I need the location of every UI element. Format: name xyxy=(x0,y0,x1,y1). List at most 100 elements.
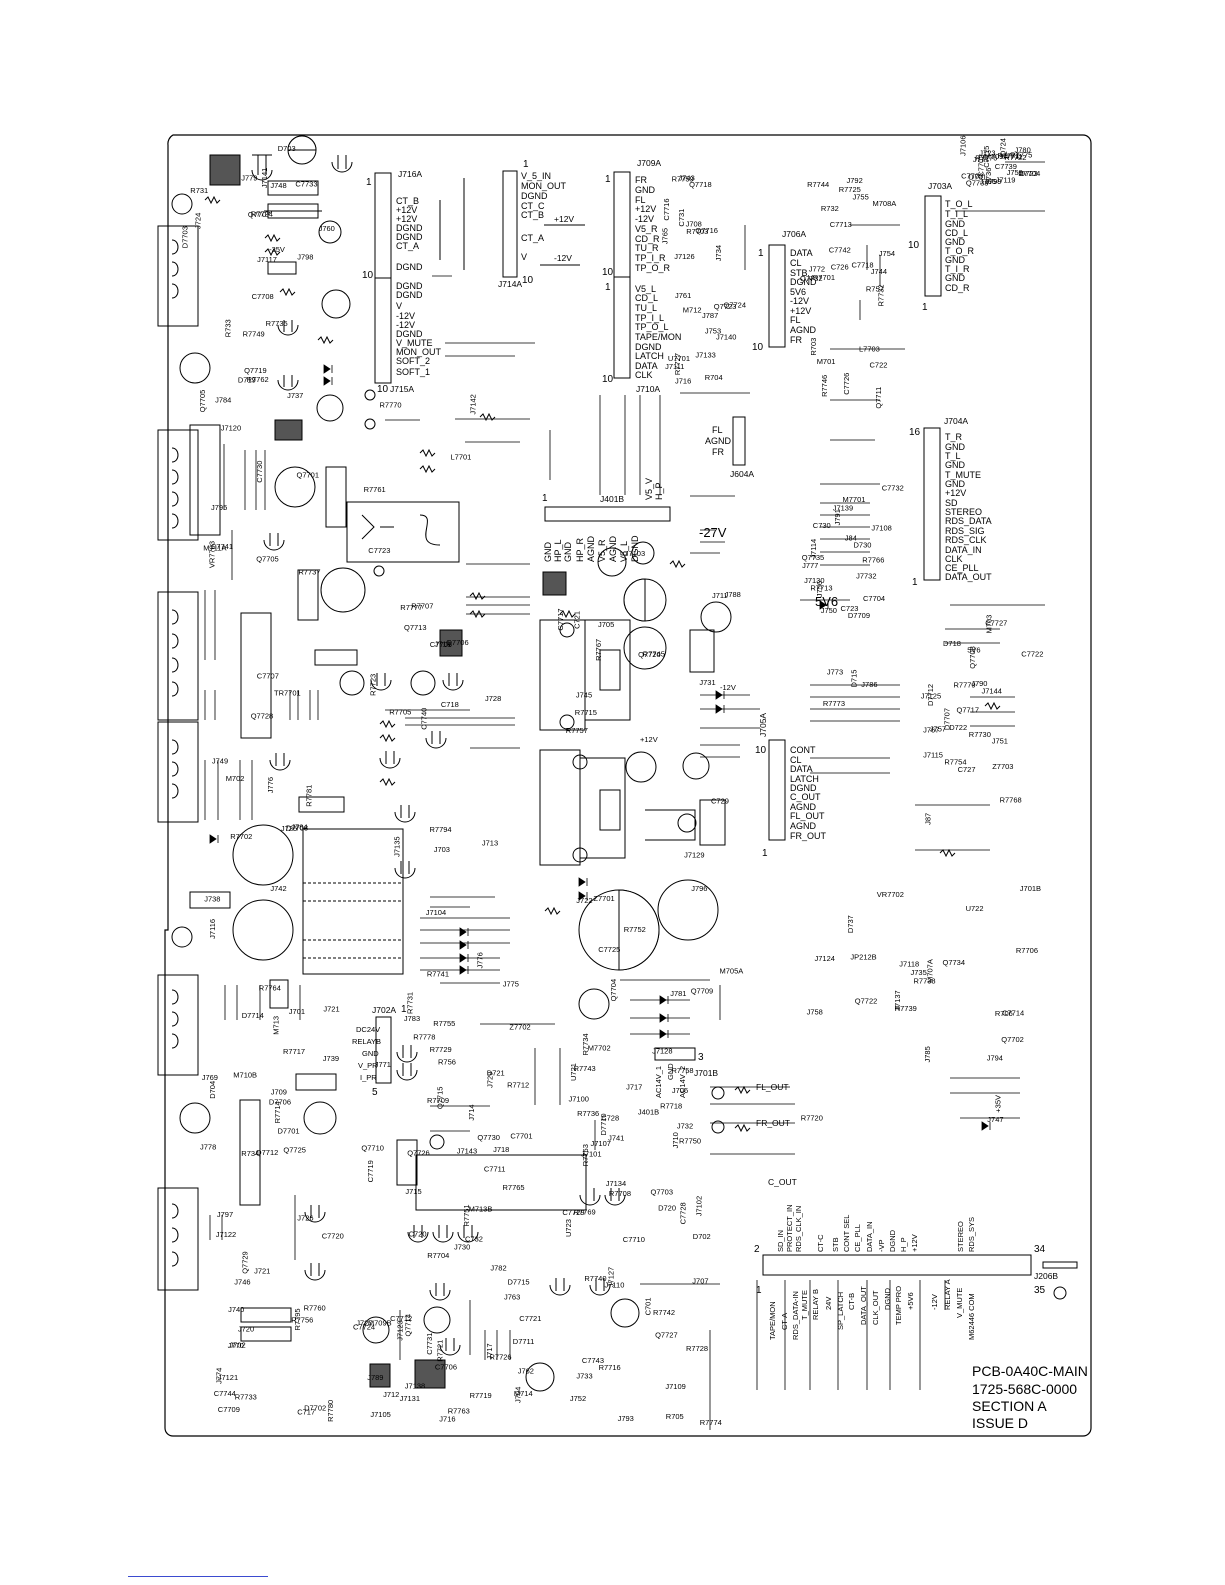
svg-text:AGND: AGND xyxy=(790,802,817,812)
connector-j705a-name: J705A xyxy=(758,713,768,737)
connector-j401b-body xyxy=(544,506,671,522)
component-ref-label: J746 xyxy=(234,1278,250,1287)
component-ref-label: R7727 xyxy=(673,353,682,375)
component-ref-label: J724 xyxy=(194,213,203,229)
component-ref-label: D7712 xyxy=(926,684,935,706)
component-ref-label: D703 xyxy=(278,144,296,153)
connector-j206b-top-pins: SD_IN PROTECT_IN RDS_CLK_IN CT-C STB CON… xyxy=(776,1204,976,1252)
component-ref-label: J7141 xyxy=(260,168,269,188)
connector-j701b-name: J701B xyxy=(694,1068,718,1078)
svg-text:RELAYB: RELAYB xyxy=(352,1037,381,1046)
svg-text:AGND: AGND xyxy=(790,821,817,831)
net-label-minus27v: -27V xyxy=(699,525,727,540)
svg-text:CD_R: CD_R xyxy=(945,283,970,293)
svg-text:DATA_IN: DATA_IN xyxy=(865,1221,874,1252)
svg-text:CT_B: CT_B xyxy=(521,210,544,220)
net-label-5v6: 5V6 xyxy=(815,594,838,609)
component-ref-label: J784 xyxy=(215,395,231,404)
component-ref-label: J7129 xyxy=(684,851,704,860)
component-ref-label: R7754 xyxy=(944,758,966,767)
component-ref-label: J713 xyxy=(482,838,498,847)
component-ref-label: Q7733 xyxy=(966,179,989,188)
component-ref-label: Z7701 xyxy=(593,894,614,903)
component-ref-label: R7758 xyxy=(672,1066,694,1075)
svg-text:GND: GND xyxy=(362,1049,379,1058)
svg-text:RDS_DATA-IN: RDS_DATA-IN xyxy=(791,1291,800,1340)
svg-text:T_I_L: T_I_L xyxy=(945,209,968,219)
component-ref-label: J771 xyxy=(973,155,989,164)
component-ref-label: Z7703 xyxy=(992,762,1013,771)
svg-text:RDS_CLK_IN: RDS_CLK_IN xyxy=(794,1206,803,1252)
component-ref-label: J7140 xyxy=(716,333,736,342)
component-ref-label: J726 xyxy=(297,1214,313,1223)
component-ref-label: D720 xyxy=(658,1204,676,1213)
connector-j715a-pins: DGND DGND V -12V -12V DGND V_MUTE MON_OU… xyxy=(396,281,442,377)
component-ref-label: Q7726 xyxy=(407,1148,430,1157)
connector-j714a-name: J714A xyxy=(498,279,522,289)
svg-text:DGND: DGND xyxy=(396,262,423,272)
svg-text:SOFT_1: SOFT_1 xyxy=(396,367,430,377)
component-ref-label: J719 xyxy=(434,640,450,649)
connector-j704a-body xyxy=(923,427,941,581)
svg-text:V: V xyxy=(396,301,402,311)
svg-text:CT-A: CT-A xyxy=(780,1313,789,1330)
component-ref-label: R7734 xyxy=(581,1033,590,1055)
component-ref-label: J792 xyxy=(847,176,863,185)
component-ref-label: J755 xyxy=(853,192,869,201)
svg-text:LATCH: LATCH xyxy=(635,351,664,361)
svg-text:T_I_R: T_I_R xyxy=(945,264,970,274)
component-ref-label: R7723 xyxy=(369,674,378,696)
component-ref-label: J7125 xyxy=(921,692,941,701)
component-ref-label: J710 xyxy=(671,1132,680,1148)
component-ref-label: J787 xyxy=(702,311,718,320)
svg-text:T_R: T_R xyxy=(945,432,963,442)
component-ref-label: J739 xyxy=(323,1054,339,1063)
component-ref-label: R757 xyxy=(866,284,884,293)
svg-text:STB: STB xyxy=(790,268,808,278)
component-ref-label: J798 xyxy=(297,253,313,262)
component-ref-label: D7703 xyxy=(181,226,190,248)
component-ref-label: D7707 xyxy=(943,708,952,730)
component-ref-label: D7701 xyxy=(278,1126,300,1135)
component-ref-label: J784 xyxy=(291,822,307,831)
svg-text:MON_OUT: MON_OUT xyxy=(521,181,567,191)
connector-j714a-pins: V_5_IN MON_OUT DGND CT_C CT_B CT_A V xyxy=(521,171,567,262)
svg-text:T_O_R: T_O_R xyxy=(945,246,975,256)
component-ref-label: J744 xyxy=(871,267,887,276)
component-ref-label: M701 xyxy=(817,357,836,366)
component-ref-label: C7719 xyxy=(366,1160,375,1182)
connector-j714a-body xyxy=(502,170,518,278)
component-ref-label: C7717 xyxy=(556,608,565,630)
component-ref-label: C723 xyxy=(841,604,859,613)
component-ref-label: J7115 xyxy=(923,751,943,760)
component-ref-label: R7703 xyxy=(686,227,708,236)
svg-text:DC24V: DC24V xyxy=(356,1025,380,1034)
component-ref-label: M712 xyxy=(683,306,702,315)
component-ref-label: D7709 xyxy=(848,611,870,620)
component-ref-label: C7732 xyxy=(882,483,904,492)
net-plus12-j714: +12V xyxy=(554,214,574,224)
component-ref-label: M705A xyxy=(720,967,744,976)
component-ref-label: R7769 xyxy=(574,1208,596,1217)
svg-text:AC14V_2: AC14V_2 xyxy=(678,1066,687,1098)
component-ref-label: R7735 xyxy=(266,319,288,328)
component-ref-label: M707A xyxy=(925,959,934,983)
component-ref-label: J782 xyxy=(490,1263,506,1272)
component-ref-label: J705 xyxy=(598,620,614,629)
component-ref-label: R7762 xyxy=(247,375,269,384)
svg-text:DGND: DGND xyxy=(883,1287,892,1310)
component-ref-label: J779 xyxy=(241,174,257,183)
connector-j701b-body xyxy=(654,1047,696,1061)
component-ref-label: C7707 xyxy=(257,672,279,681)
component-ref-label: R7712 xyxy=(507,1080,529,1089)
component-ref-label: C7742 xyxy=(829,246,851,255)
component-ref-label: J752 xyxy=(570,1394,586,1403)
component-ref-label: J7120 xyxy=(221,424,241,433)
svg-text:-12V: -12V xyxy=(635,214,654,224)
component-ref-label: J7116 xyxy=(208,919,217,939)
component-ref-label: Q7705 xyxy=(198,390,207,413)
component-ref-label: R7765 xyxy=(503,1183,525,1192)
svg-text:V_5_IN: V_5_IN xyxy=(521,171,551,181)
component-ref-label: M708A xyxy=(873,199,897,208)
footer-link-underline[interactable] xyxy=(128,1576,268,1577)
